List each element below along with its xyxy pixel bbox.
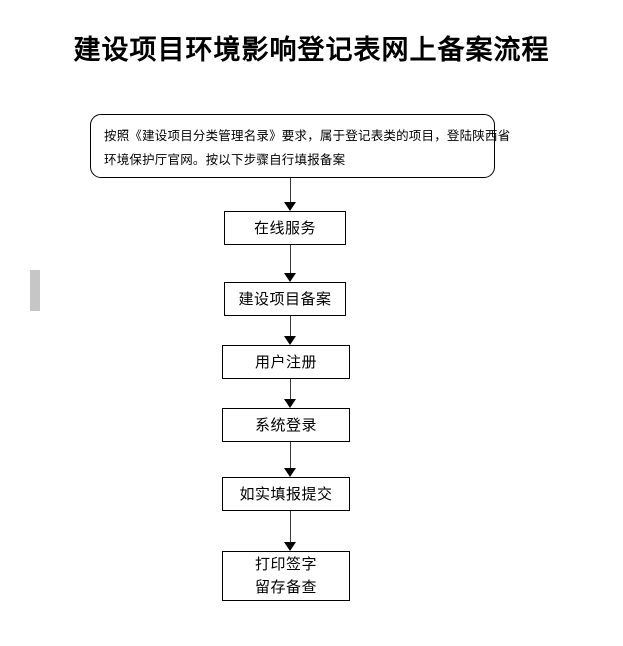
flow-step-system-login[interactable]: 系统登录 — [222, 408, 350, 442]
flow-step-label: 在线服务 — [253, 218, 316, 237]
flow-step-label: 建设项目备案 — [238, 289, 332, 308]
flow-step-print-sign-archive[interactable]: 打印签字 留存备查 — [222, 551, 350, 601]
arrowhead-icon — [284, 202, 296, 211]
flow-step-label: 如实填报提交 — [239, 484, 333, 503]
connector-arrow-project-filing-to-user-registration — [284, 316, 297, 345]
intro-note-box: 按照《建设项目分类管理名录》要求，属于登记表类的项目，登陆陕西省 环境保护厅官网… — [90, 114, 511, 178]
flow-step-truthful-submission[interactable]: 如实填报提交 — [222, 477, 350, 511]
connector-arrow-truthful-submission-to-print-sign-archive — [284, 511, 297, 551]
connector-arrow-online-service-to-project-filing — [284, 245, 297, 282]
connector-arrow-user-registration-to-system-login — [284, 379, 297, 408]
intro-note-line-2: 环境保护厅官网。按以下步骤自行填报备案 — [104, 152, 346, 167]
connector-line — [290, 442, 292, 468]
connector-arrow-system-login-to-truthful-submission — [284, 442, 297, 477]
flow-step-online-service[interactable]: 在线服务 — [224, 211, 346, 245]
connector-line — [290, 316, 292, 336]
page-title: 建设项目环境影响登记表网上备案流程 — [73, 35, 550, 66]
flow-step-label-line-2: 留存备查 — [254, 578, 317, 596]
flow-step-label-line-1: 打印签字 — [254, 555, 317, 573]
connector-arrow-note-to-online-service — [284, 178, 297, 211]
connector-line — [290, 511, 292, 542]
arrowhead-icon — [284, 336, 296, 345]
connector-line — [290, 379, 292, 399]
arrowhead-icon — [284, 273, 296, 282]
arrowhead-icon — [284, 542, 296, 551]
flow-step-label: 用户注册 — [254, 352, 317, 371]
connector-line — [290, 178, 292, 202]
flow-step-project-filing[interactable]: 建设项目备案 — [224, 282, 346, 316]
arrowhead-icon — [284, 468, 296, 477]
connector-line — [290, 245, 292, 273]
left-margin-marker — [30, 270, 40, 311]
arrowhead-icon — [284, 399, 296, 408]
intro-note-line-1: 按照《建设项目分类管理名录》要求，属于登记表类的项目，登陆陕西省 — [104, 128, 511, 143]
flow-step-label: 系统登录 — [254, 415, 317, 434]
flow-step-user-registration[interactable]: 用户注册 — [222, 345, 350, 379]
